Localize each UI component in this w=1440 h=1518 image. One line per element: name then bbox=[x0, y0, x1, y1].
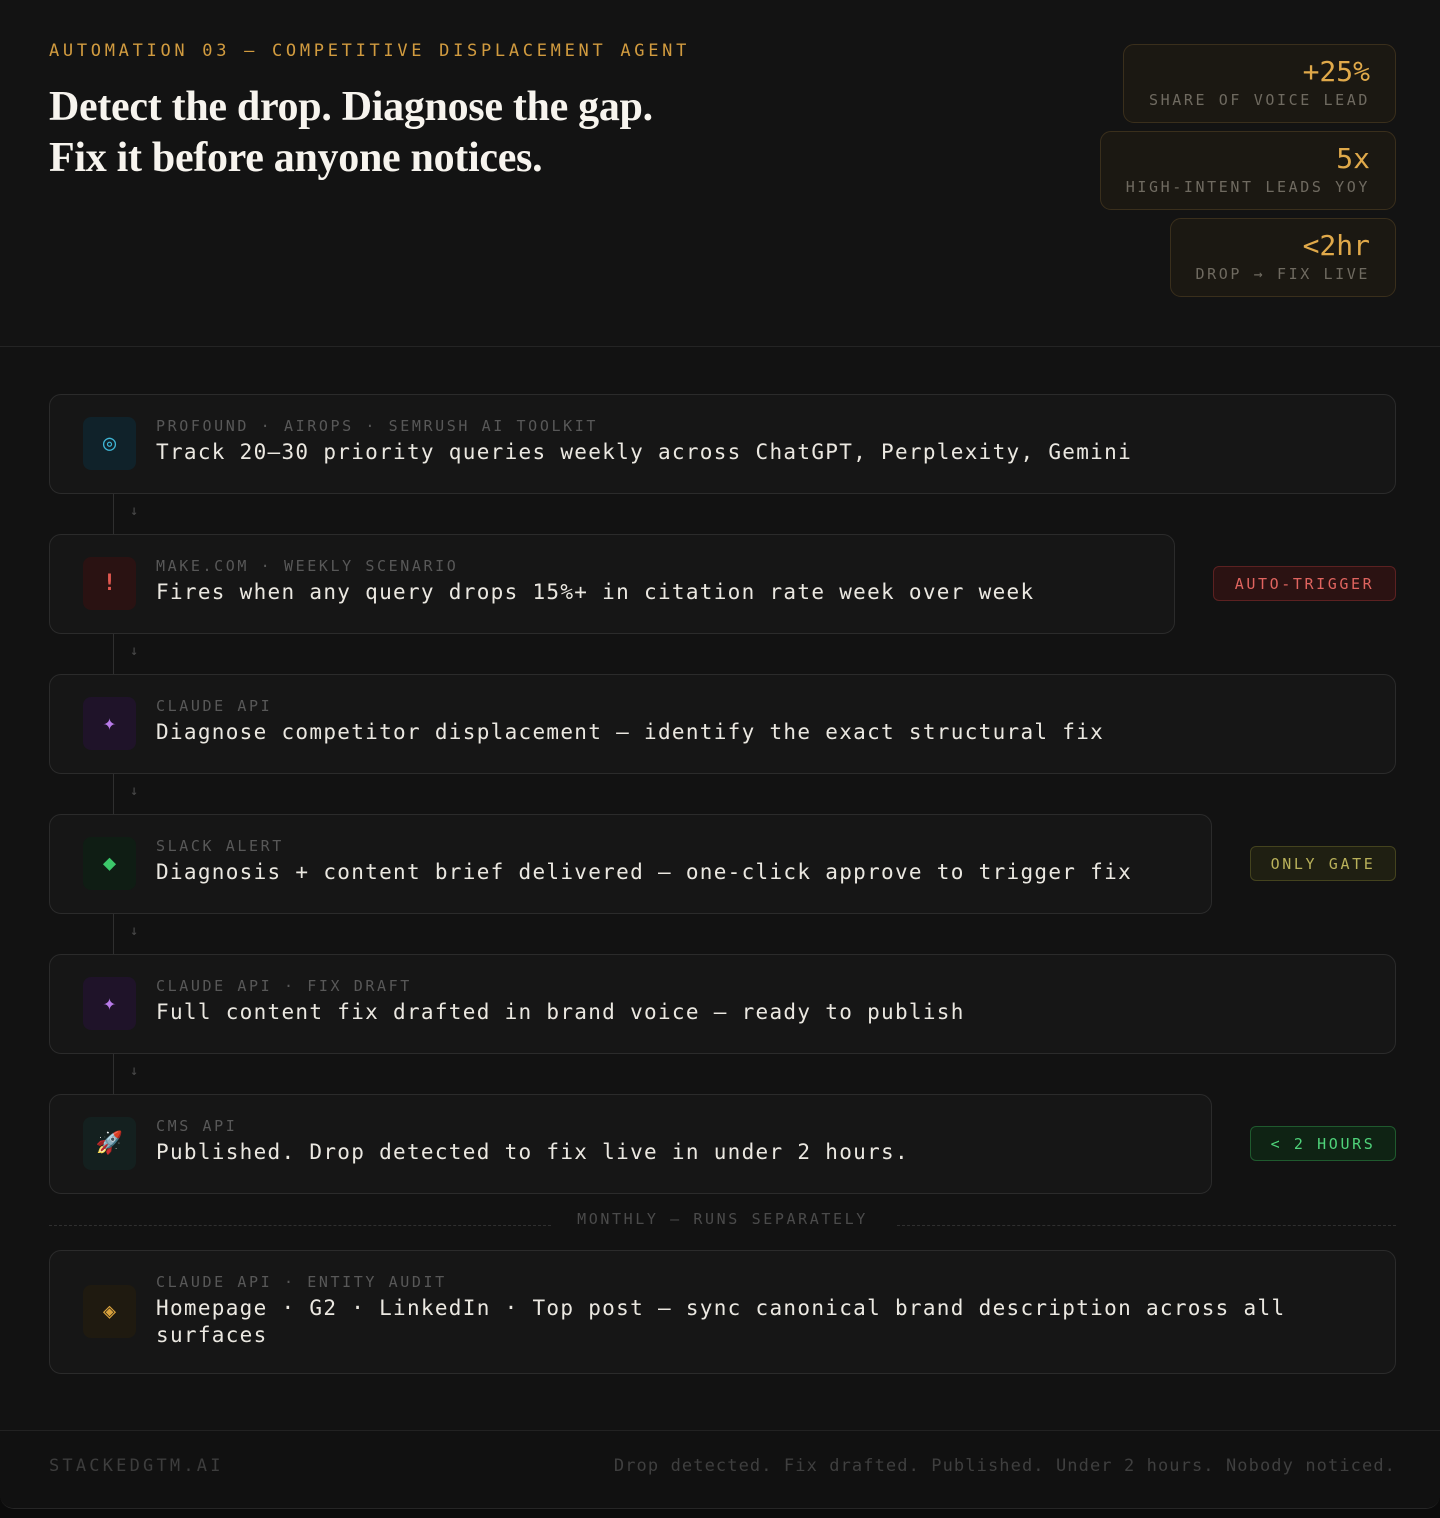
step-publish: 🚀 CMS API Published. Drop detected to fi… bbox=[49, 1094, 1212, 1194]
divider-line bbox=[897, 1225, 1396, 1226]
step-text: Homepage · G2 · LinkedIn · Top post — sy… bbox=[156, 1296, 1286, 1347]
connector-line bbox=[113, 914, 114, 954]
step-meta: SLACK ALERT bbox=[156, 837, 284, 855]
step-meta: CLAUDE API bbox=[156, 697, 273, 715]
step-meta: CLAUDE API · FIX DRAFT bbox=[156, 977, 412, 995]
stat-high-intent-leads: 5x HIGH-INTENT LEADS YOY bbox=[1099, 131, 1396, 210]
headline-line-1: Detect the drop. Diagnose the gap. bbox=[49, 84, 653, 130]
footer-brand: STACKEDGTM.AI bbox=[49, 1456, 224, 1476]
step-meta: CMS API bbox=[156, 1117, 238, 1135]
step-track-queries: ◎ PROFOUND · AIROPS · SEMRUSH AI TOOLKIT… bbox=[49, 394, 1396, 494]
status-badge-auto-trigger: AUTO-TRIGGER bbox=[1213, 566, 1396, 601]
step-entity-audit: ◈ CLAUDE API · ENTITY AUDIT Homepage · G… bbox=[49, 1250, 1396, 1374]
connector-line bbox=[113, 494, 114, 534]
step-text: Published. Drop detected to fix live in … bbox=[156, 1140, 909, 1164]
step-slack-alert: ◆ SLACK ALERT Diagnosis + content brief … bbox=[49, 814, 1212, 914]
stat-value: +25% bbox=[1302, 55, 1370, 88]
footer-tagline: Drop detected. Fix drafted. Published. U… bbox=[613, 1456, 1396, 1476]
step-text: Track 20–30 priority queries weekly acro… bbox=[156, 440, 1133, 464]
sparkle-icon: ✦ bbox=[83, 697, 136, 750]
status-badge-under-2-hours: < 2 HOURS bbox=[1250, 1126, 1396, 1161]
divider-line bbox=[49, 1225, 551, 1226]
step-meta: PROFOUND · AIROPS · SEMRUSH AI TOOLKIT bbox=[156, 417, 598, 435]
stat-value: 5x bbox=[1336, 142, 1370, 175]
target-icon: ◎ bbox=[83, 417, 136, 470]
arrow-down-icon: ↓ bbox=[130, 1063, 139, 1079]
stat-label: SHARE OF VOICE LEAD bbox=[1149, 91, 1370, 109]
kicker: AUTOMATION 03 — COMPETITIVE DISPLACEMENT… bbox=[49, 41, 691, 61]
step-trigger: ! MAKE.COM · WEEKLY SCENARIO Fires when … bbox=[49, 534, 1175, 634]
header: AUTOMATION 03 — COMPETITIVE DISPLACEMENT… bbox=[0, 0, 1440, 347]
separator-label: MONTHLY — RUNS SEPARATELY bbox=[577, 1210, 868, 1228]
monthly-separator: MONTHLY — RUNS SEPARATELY bbox=[49, 1210, 1396, 1230]
stat-value: <2hr bbox=[1302, 229, 1370, 262]
diamond-outline-icon: ◈ bbox=[83, 1285, 136, 1338]
page-title: Detect the drop. Diagnose the gap. Fix i… bbox=[49, 82, 653, 184]
arrow-down-icon: ↓ bbox=[130, 923, 139, 939]
stat-label: DROP → FIX LIVE bbox=[1195, 265, 1370, 283]
arrow-down-icon: ↓ bbox=[130, 783, 139, 799]
status-badge-only-gate: ONLY GATE bbox=[1250, 846, 1396, 881]
stat-drop-to-fix: <2hr DROP → FIX LIVE bbox=[1169, 218, 1396, 297]
connector-line bbox=[113, 1054, 114, 1094]
alert-icon: ! bbox=[83, 557, 136, 610]
connector-line bbox=[113, 634, 114, 674]
step-text: Diagnose competitor displacement — ident… bbox=[156, 720, 1105, 744]
step-diagnose: ✦ CLAUDE API Diagnose competitor displac… bbox=[49, 674, 1396, 774]
step-text: Fires when any query drops 15%+ in citat… bbox=[156, 580, 1035, 604]
arrow-down-icon: ↓ bbox=[130, 643, 139, 659]
stat-label: HIGH-INTENT LEADS YOY bbox=[1125, 178, 1370, 196]
diamond-icon: ◆ bbox=[83, 837, 136, 890]
step-text: Diagnosis + content brief delivered — on… bbox=[156, 860, 1133, 884]
step-text: Full content fix drafted in brand voice … bbox=[156, 1000, 965, 1024]
headline-line-2: Fix it before anyone notices. bbox=[49, 135, 543, 181]
stat-share-of-voice: +25% SHARE OF VOICE LEAD bbox=[1123, 44, 1396, 123]
footer: STACKEDGTM.AI Drop detected. Fix drafted… bbox=[0, 1430, 1440, 1508]
arrow-down-icon: ↓ bbox=[130, 503, 139, 519]
rocket-icon: 🚀 bbox=[83, 1117, 136, 1170]
step-fix-draft: ✦ CLAUDE API · FIX DRAFT Full content fi… bbox=[49, 954, 1396, 1054]
step-meta: CLAUDE API · ENTITY AUDIT bbox=[156, 1273, 447, 1291]
connector-line bbox=[113, 774, 114, 814]
step-meta: MAKE.COM · WEEKLY SCENARIO bbox=[156, 557, 459, 575]
sparkle-icon: ✦ bbox=[83, 977, 136, 1030]
